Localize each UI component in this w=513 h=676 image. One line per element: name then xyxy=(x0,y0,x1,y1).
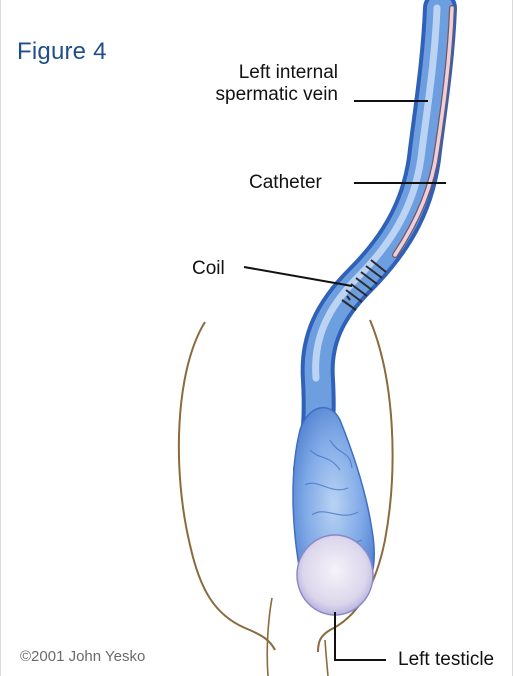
label-vein-line2: spermatic vein xyxy=(190,84,338,106)
testicle-leader-line xyxy=(335,612,386,660)
label-left-testicle: Left testicle xyxy=(398,649,494,671)
testicle-shape xyxy=(297,535,373,615)
leg-right-outline xyxy=(325,640,328,676)
label-left-internal-spermatic-vein: Left internal spermatic vein xyxy=(190,62,338,106)
leg-left-outline xyxy=(267,598,272,676)
copyright-credit: ©2001 John Yesko xyxy=(20,648,145,665)
coil-leader-line xyxy=(244,267,352,286)
scrotum-left-outline xyxy=(179,322,275,650)
label-catheter: Catheter xyxy=(249,172,322,194)
label-vein-line1: Left internal xyxy=(190,62,338,84)
label-coil: Coil xyxy=(192,258,225,280)
